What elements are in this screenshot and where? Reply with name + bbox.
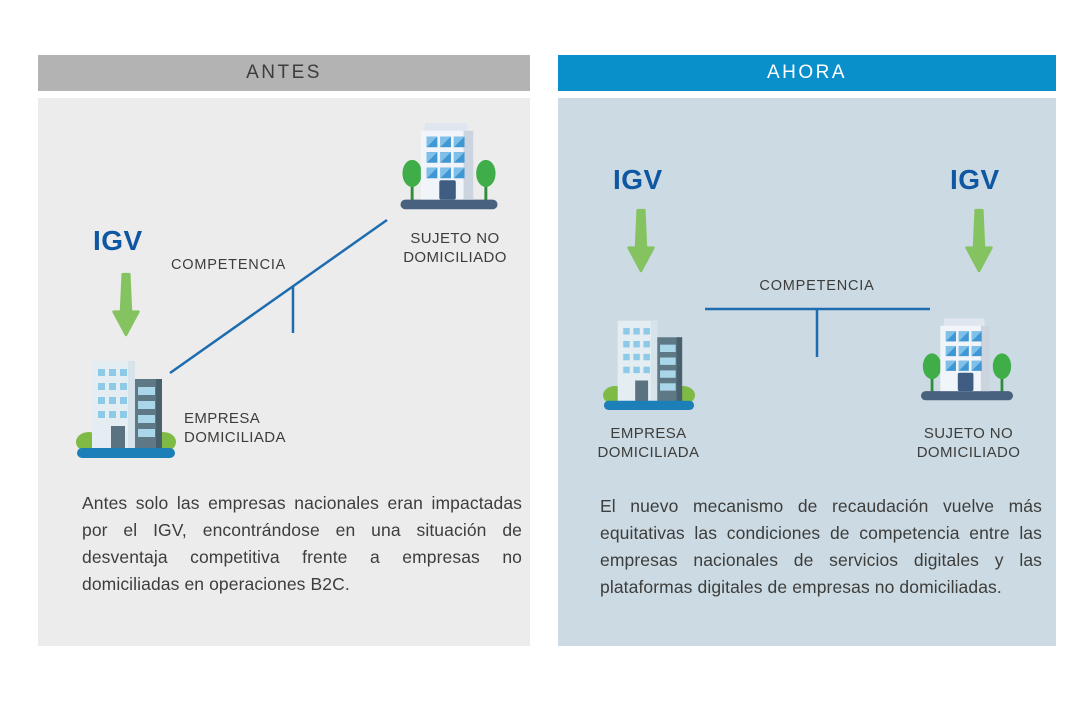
empresa-label-line1: EMPRESA [610, 425, 687, 442]
igv-down-arrow-icon [112, 272, 140, 337]
panel-before: ANTES [38, 55, 530, 646]
sujeto-label-line2: DOMICILIADO [916, 444, 1021, 461]
empresa-label-line2: DOMICILIADA [184, 429, 286, 446]
panel-now-body: IGV IGV COMPETENCIA [558, 98, 1056, 646]
empresa-label: EMPRESA DOMICILIADA [566, 424, 731, 462]
empresa-building-icon [76, 361, 176, 458]
igv-down-arrow-left-icon [627, 208, 655, 273]
igv-label: IGV [93, 225, 143, 256]
before-paragraph: Antes solo las empresas nacionales eran … [82, 493, 522, 594]
empresa-label-line2: DOMICILIADA [597, 444, 700, 461]
sujeto-label-line2: DOMICILIADO [403, 249, 507, 266]
igv-label-left: IGV [613, 164, 663, 195]
panel-now-header: AHORA [558, 55, 1056, 91]
sujeto-label-line1: SUJETO NO [923, 425, 1014, 442]
now-paragraph: El nuevo mecanismo de recaudación vuelve… [600, 496, 1042, 597]
empresa-building-icon [603, 320, 695, 410]
sujeto-label: SUJETO NO DOMICILIADO [370, 229, 540, 267]
sujeto-label-line1: SUJETO NO [410, 230, 500, 247]
igv-down-arrow-right-icon [965, 208, 993, 273]
panel-before-body: SUJETO NO DOMICILIADO IGV COMPETENCIA [38, 98, 530, 646]
sujeto-building-icon [400, 122, 498, 210]
sujeto-building-icon [921, 318, 1013, 401]
panel-before-header: ANTES [38, 55, 530, 91]
sujeto-label: SUJETO NO DOMICILIADO [886, 424, 1051, 462]
panel-now: AHORA IGV IGV COMPETENCIA [558, 55, 1056, 646]
igv-label-right: IGV [950, 164, 1000, 195]
empresa-label: EMPRESA DOMICILIADA [184, 409, 286, 447]
empresa-label-line1: EMPRESA [184, 410, 261, 427]
competencia-label: COMPETENCIA [759, 278, 875, 294]
competencia-label: COMPETENCIA [171, 257, 287, 273]
